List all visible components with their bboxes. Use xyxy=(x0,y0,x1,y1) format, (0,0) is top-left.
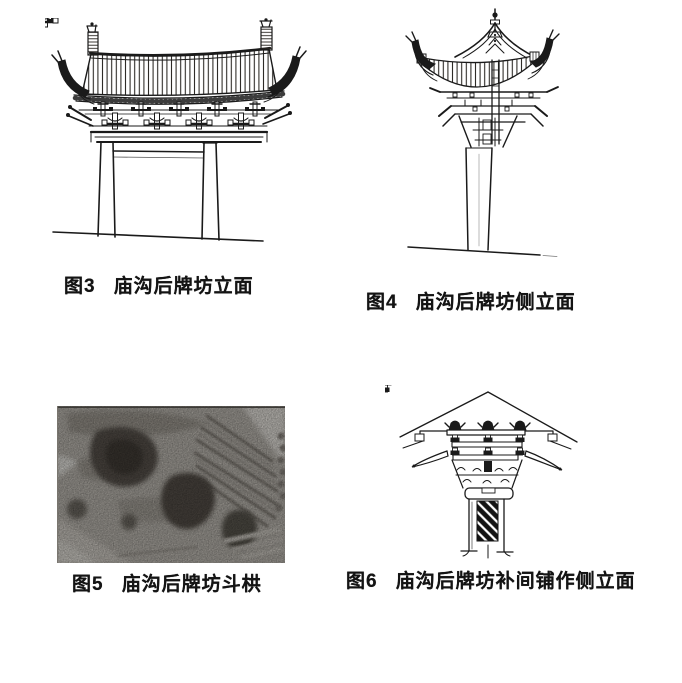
figure4-label: 图4 xyxy=(366,292,398,313)
figure6-label: 图6 xyxy=(346,571,378,592)
figure3-title: 庙沟后牌坊立面 xyxy=(113,276,254,297)
figure6-bracket-set-drawing xyxy=(385,385,595,565)
figure6-caption: 图6 庙沟后牌坊补间铺作侧立面 xyxy=(346,566,636,593)
figure5-svg xyxy=(57,406,285,563)
figure4-caption: 图4 庙沟后牌坊侧立面 xyxy=(366,287,576,314)
figure5-dougong-photograph xyxy=(57,406,285,563)
figure5-title: 庙沟后牌坊斗栱 xyxy=(121,574,262,595)
figure5-label: 图5 xyxy=(72,574,104,595)
figure6-svg xyxy=(385,385,578,559)
figure3-caption: 图3 庙沟后牌坊立面 xyxy=(64,271,254,298)
figure6-title: 庙沟后牌坊补间铺作侧立面 xyxy=(395,571,636,592)
figure4-title: 庙沟后牌坊侧立面 xyxy=(415,292,576,313)
figure3-paifang-front-elevation-drawing xyxy=(45,18,310,248)
figure3-label: 图3 xyxy=(64,276,96,297)
figure3-svg xyxy=(45,18,307,242)
figure4-paifang-side-elevation-drawing xyxy=(395,8,570,260)
figure4-svg xyxy=(405,8,560,257)
figure5-caption: 图5 庙沟后牌坊斗栱 xyxy=(72,569,262,596)
